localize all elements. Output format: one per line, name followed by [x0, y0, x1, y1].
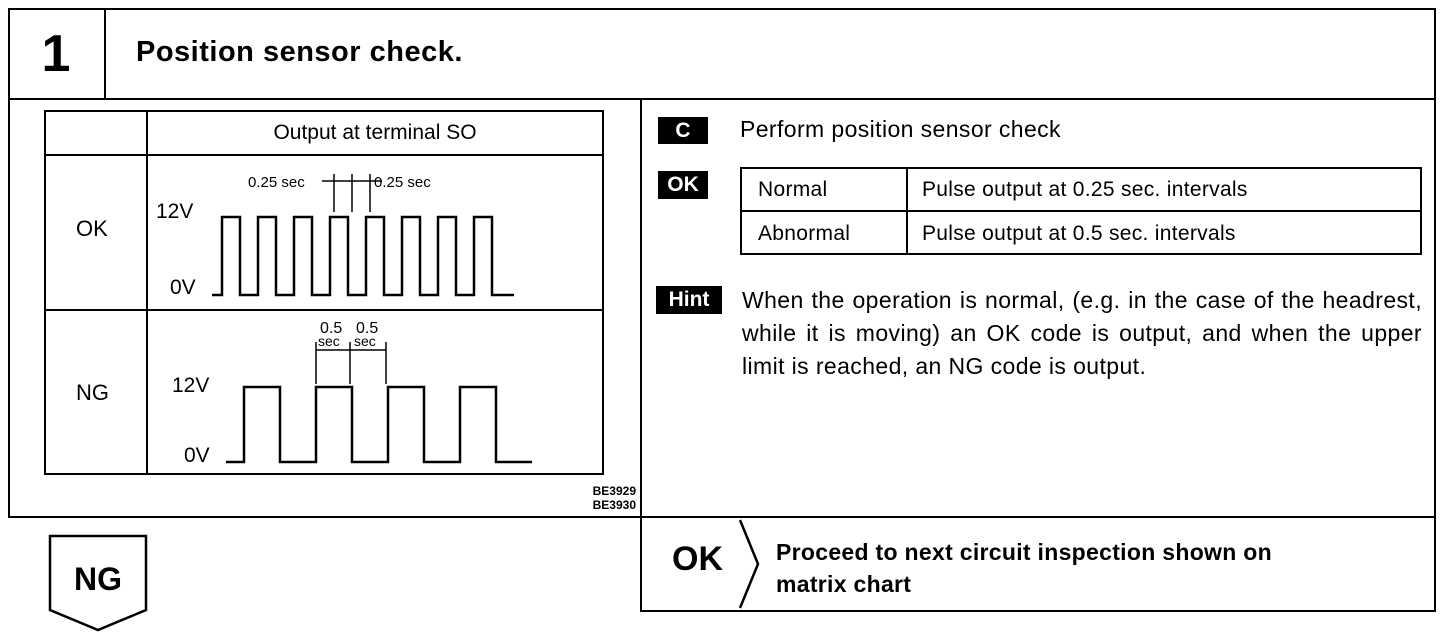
ng-pulse-waveform [226, 385, 532, 464]
ok-pulse-waveform [212, 215, 514, 297]
ok-high-label: 12V [156, 200, 193, 223]
check-text: Perform position sensor check [740, 116, 1061, 142]
hint-text: When the operation is normal, (e.g. in t… [742, 287, 1422, 379]
waveform-table-row-line [44, 309, 604, 311]
result-abnormal-desc: Pulse output at 0.5 sec. intervals [922, 222, 1236, 245]
waveform-table-header-line [44, 154, 604, 156]
chevron-right-icon [738, 519, 760, 609]
figure-code: BE3929 BE3930 [592, 484, 636, 512]
step-title: Position sensor check. [136, 36, 463, 68]
ng-interval-dimension [315, 342, 387, 384]
ng-outcome-label: NG [74, 561, 122, 597]
row-label-ok: OK [76, 216, 108, 241]
result-table-column-line [906, 167, 908, 255]
hint-badge: Hint [656, 286, 722, 314]
ok-outcome-label: OK [672, 540, 723, 578]
result-table-row-line [740, 210, 1422, 212]
waveform-table-header: Output at terminal SO [273, 121, 477, 144]
ok-interval-dimension [322, 174, 382, 212]
row-label-ng: NG [76, 380, 109, 405]
waveform-table-column-line [146, 110, 148, 475]
ng-interval-right-unit: sec [354, 333, 376, 349]
waveform-table [44, 110, 604, 475]
ok-badge: OK [658, 171, 708, 199]
ng-low-label: 0V [184, 444, 210, 467]
result-normal-desc: Pulse output at 0.25 sec. intervals [922, 178, 1248, 201]
ng-interval-left-unit: sec [318, 333, 340, 349]
ng-high-label: 12V [172, 374, 209, 397]
ng-interval-left-num: 0.5 [320, 320, 342, 337]
ok-low-label: 0V [170, 276, 196, 299]
header-divider [8, 98, 1436, 100]
check-badge: C [658, 117, 708, 144]
step-number: 1 [8, 8, 106, 100]
ok-outcome-text: Proceed to next circuit inspection shown… [776, 539, 1272, 597]
result-normal-label: Normal [758, 178, 828, 201]
ok-interval-right-label: 0.25 sec [374, 174, 431, 191]
ng-interval-right-num: 0.5 [356, 320, 378, 337]
ok-interval-left-label: 0.25 sec [248, 174, 305, 191]
ng-outcome-shield: NG [48, 534, 148, 632]
result-abnormal-label: Abnormal [758, 222, 851, 245]
ok-outcome-box [640, 516, 1436, 612]
panel-divider [640, 98, 642, 518]
waveform-diagram: 12V 0V 0.25 sec 0.25 sec 12V 0V 0.5 sec … [156, 174, 532, 467]
